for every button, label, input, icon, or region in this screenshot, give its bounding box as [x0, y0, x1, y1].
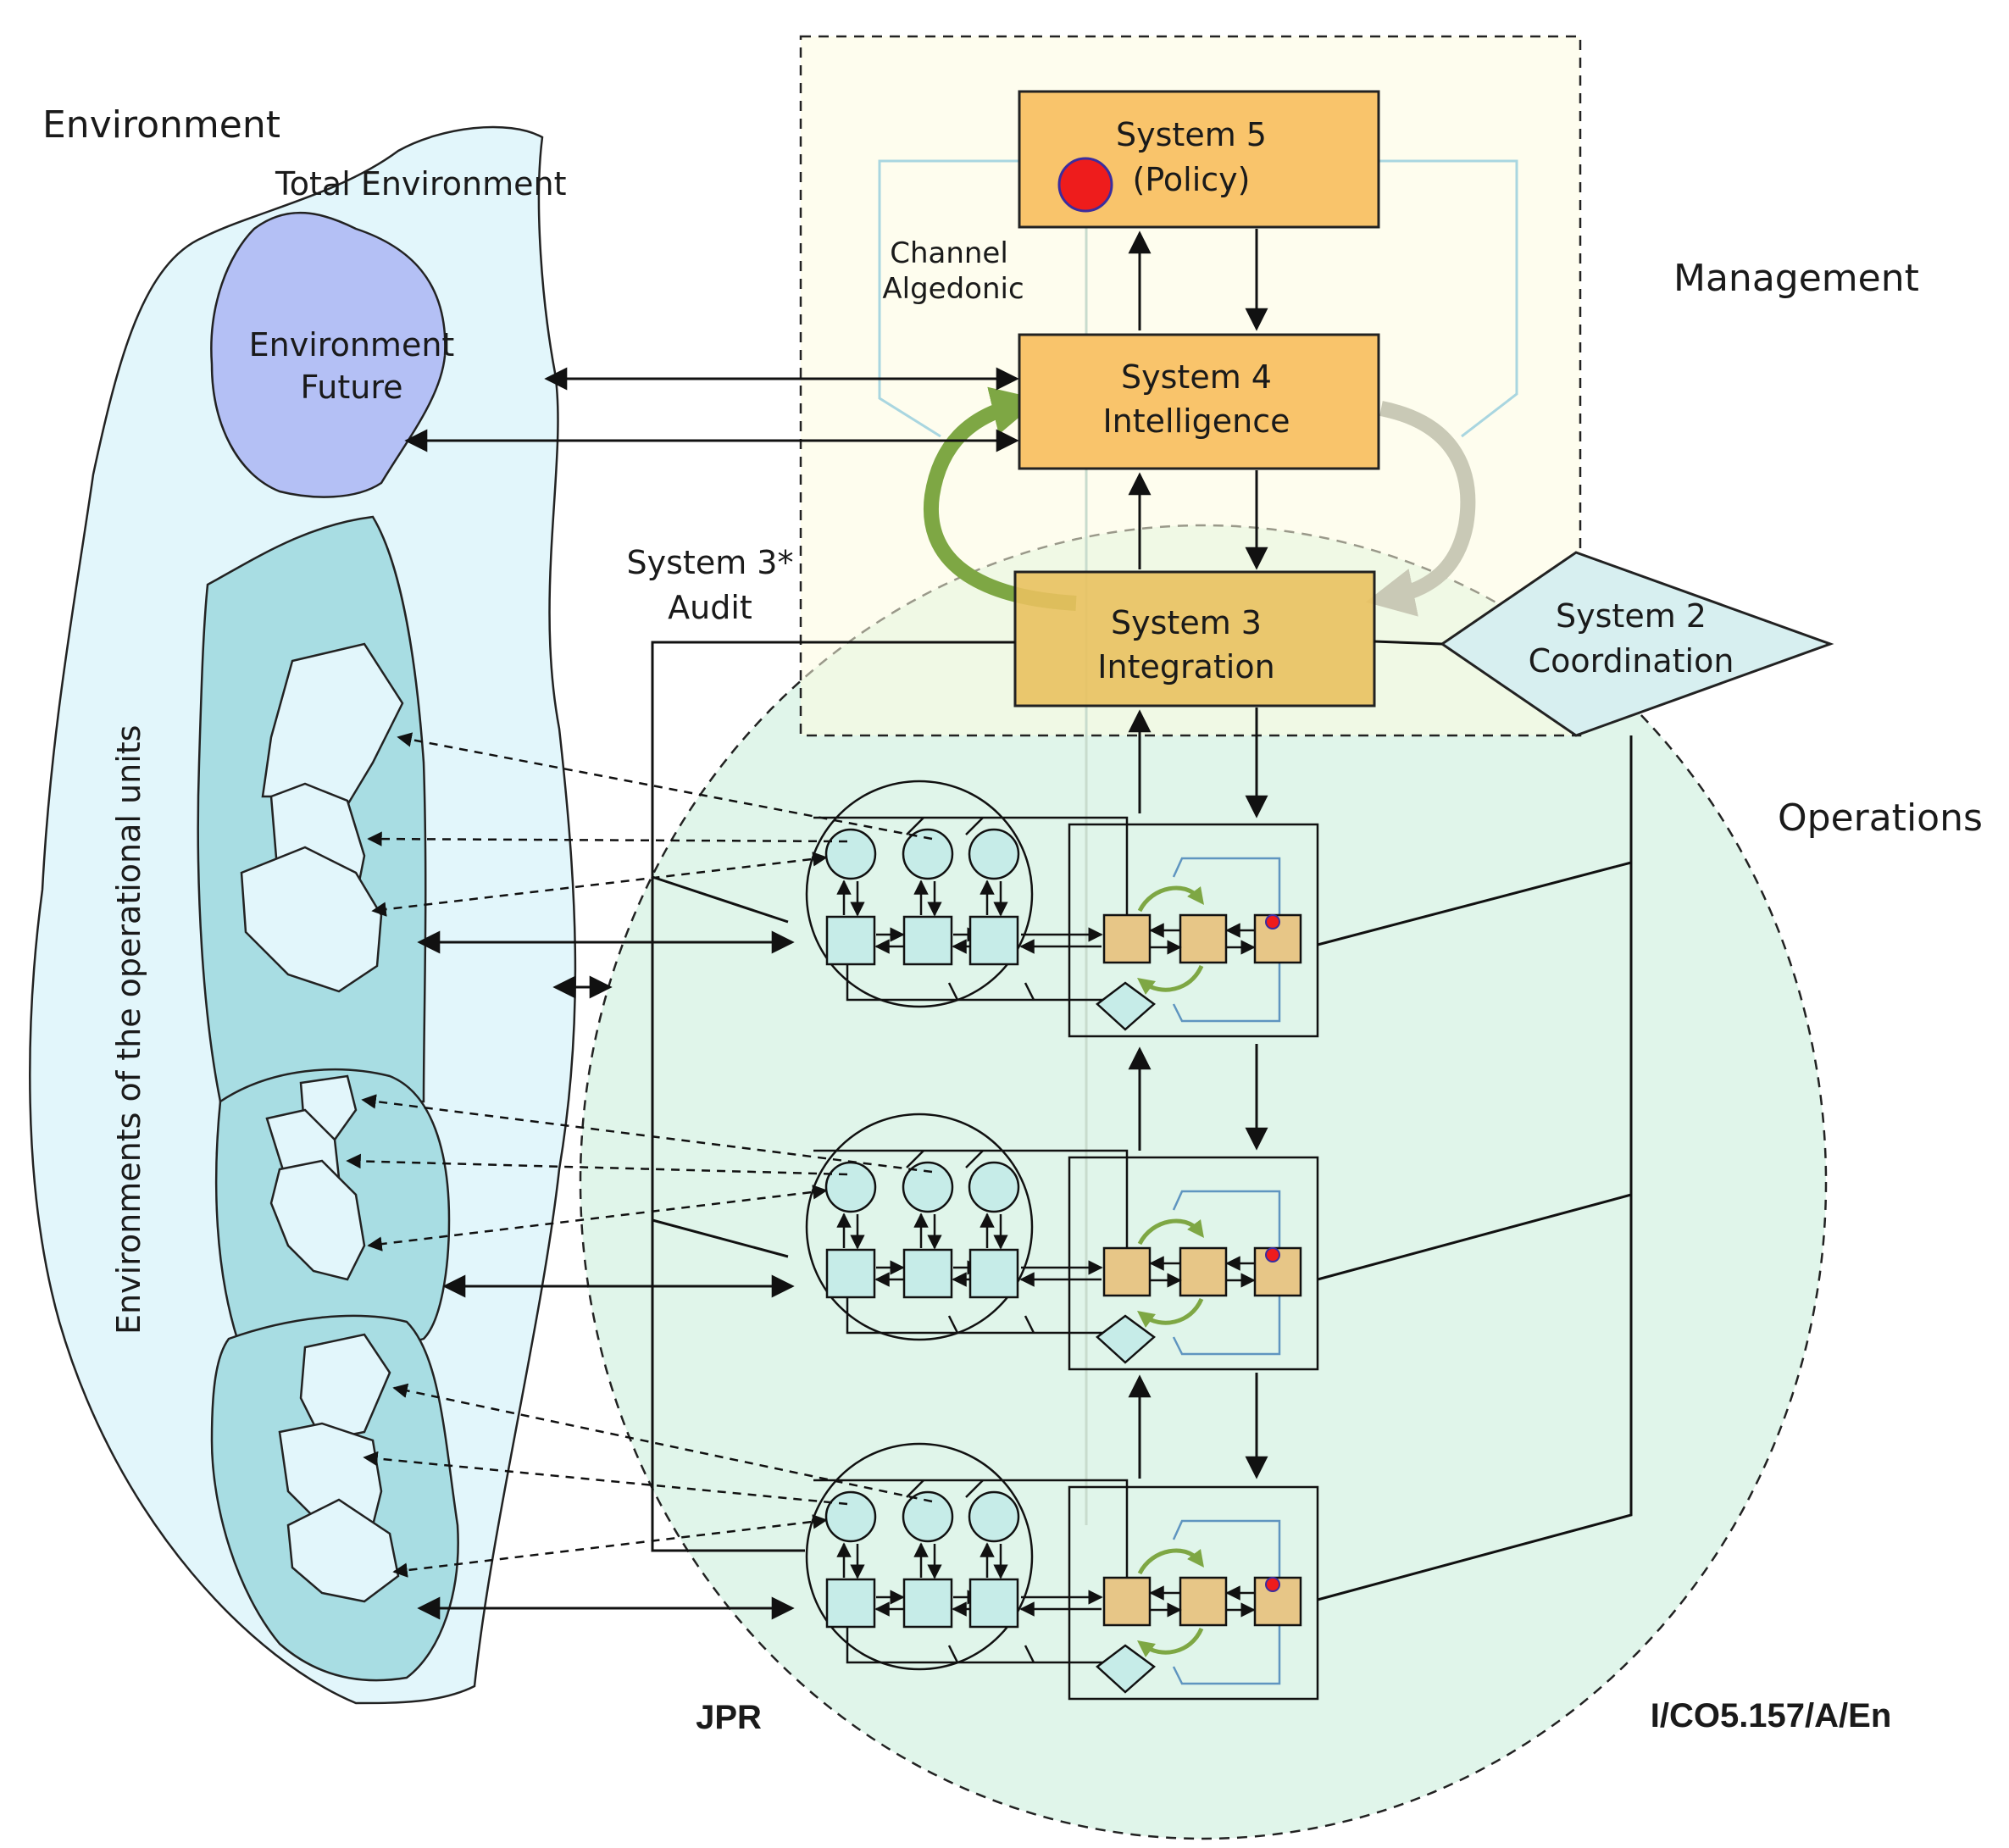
unit-wiring — [947, 1645, 959, 1663]
system-2-diamond: System 2 Coordination — [1440, 551, 1834, 737]
total-environment-label: Total Environment — [275, 165, 566, 203]
system-4-subtitle: Intelligence — [1102, 402, 1290, 440]
system-4-box: System 4 Intelligence — [1018, 333, 1380, 470]
system-3-title: System 3 — [1111, 604, 1262, 641]
system-5-subtitle: (Policy) — [1133, 161, 1251, 198]
future-environment-label-line1: Environment — [249, 326, 455, 363]
unit-management-square — [1179, 1246, 1228, 1297]
unit-management-square — [1179, 1576, 1228, 1627]
unit-wiring — [1024, 1645, 1035, 1663]
management-label: Management — [1673, 257, 1919, 300]
system-5-title: System 5 — [1116, 116, 1267, 153]
unit-wiring — [965, 817, 984, 835]
unit-management-square — [1102, 913, 1152, 964]
algedonic-label-line2: Algedonic — [882, 272, 1024, 306]
algedonic-label-line1: Channel — [890, 236, 1008, 270]
unit-environment-link — [363, 1451, 848, 1506]
unit-wiring — [846, 1282, 1118, 1335]
operational-unit-2 — [346, 1094, 1319, 1371]
green-feedback-loop — [923, 386, 1077, 611]
unit-environment-link — [392, 1383, 933, 1503]
operations-label: Operations — [1778, 796, 1983, 840]
management-links — [404, 229, 1633, 1601]
unit-alert-icon — [1265, 914, 1280, 930]
unit-wiring — [906, 1479, 924, 1498]
future-environment-shape — [210, 211, 447, 498]
system-2-title: System 2 — [1556, 597, 1707, 635]
unit-circle — [902, 1490, 954, 1543]
system-2-subtitle: Coordination — [1529, 642, 1734, 680]
unit-green-loop — [1137, 1218, 1205, 1246]
unit-circle — [968, 828, 1020, 880]
unit-management-square — [1102, 1246, 1152, 1297]
grey-feedback-loop — [1365, 401, 1476, 617]
unit-environment-link — [367, 1185, 828, 1251]
author-label: JPR — [696, 1699, 762, 1736]
system-3-subtitle: Integration — [1097, 648, 1274, 685]
unit-wiring — [1024, 982, 1035, 1001]
unit-wiring — [965, 1150, 984, 1168]
unit-alert-icon — [1265, 1577, 1280, 1592]
operational-unit-3 — [363, 1383, 1319, 1701]
unit-square — [825, 1578, 876, 1629]
environment-label: Environment — [42, 103, 280, 147]
unit-green-loop — [1137, 1548, 1205, 1575]
unit-circle — [824, 828, 877, 880]
operational-environments-label: Environments of the operational units — [110, 725, 147, 1335]
unit-environment-link — [367, 831, 848, 846]
operational-units — [346, 732, 1319, 1701]
unit-wiring — [813, 1149, 1129, 1252]
system-5-box: System 5 (Policy) — [1018, 90, 1380, 229]
unit-circle — [902, 1161, 954, 1213]
unit-wiring — [813, 1479, 1129, 1582]
unit-wiring — [906, 1150, 924, 1168]
audit-label-line1: System 3* — [627, 544, 794, 581]
unit-wiring — [846, 949, 1118, 1002]
algedonic-alert-icon — [1057, 157, 1113, 213]
unit-circle — [824, 1490, 877, 1543]
operational-unit-1 — [367, 732, 1319, 1038]
system-3-box: System 3 Integration — [1013, 570, 1376, 708]
unit-circle — [824, 1161, 877, 1213]
figure-code-label: I/CO5.157/A/En — [1651, 1697, 1892, 1734]
unit-square — [902, 1578, 953, 1629]
audit-label-line2: Audit — [668, 589, 752, 626]
unit-wiring — [813, 816, 1129, 919]
unit-wiring — [906, 817, 924, 835]
unit-square — [902, 915, 953, 966]
unit-square — [968, 915, 1019, 966]
unit-square — [825, 1248, 876, 1299]
unit-alert-icon — [1265, 1247, 1280, 1263]
unit-management-box — [1068, 1156, 1319, 1371]
unit-environment-link — [392, 1514, 828, 1578]
unit-wiring — [947, 1315, 959, 1334]
unit-square — [968, 1578, 1019, 1629]
unit-circle — [902, 828, 954, 880]
unit-environment-link — [346, 1153, 848, 1176]
unit-wiring — [947, 982, 959, 1001]
unit-green-loop — [1137, 885, 1205, 913]
unit-square — [825, 915, 876, 966]
unit-square — [902, 1248, 953, 1299]
unit-wiring — [965, 1479, 984, 1498]
unit-management-box — [1068, 1485, 1319, 1701]
unit-circle — [968, 1161, 1020, 1213]
unit-green-loop — [1136, 964, 1204, 995]
unit-square — [968, 1248, 1019, 1299]
unit-environment-shapes — [240, 642, 404, 1603]
unit-circle — [968, 1490, 1020, 1543]
unit-management-square — [1179, 913, 1228, 964]
unit-green-loop — [1136, 1297, 1204, 1328]
unit-wiring — [1024, 1315, 1035, 1334]
unit-management-box — [1068, 823, 1319, 1038]
unit-wiring — [846, 1612, 1118, 1664]
system-4-title: System 4 — [1121, 358, 1272, 396]
future-environment-label-line2: Future — [300, 369, 402, 406]
unit-green-loop — [1136, 1627, 1204, 1657]
unit-management-square — [1102, 1576, 1152, 1627]
unit-environment-link — [361, 1094, 933, 1174]
